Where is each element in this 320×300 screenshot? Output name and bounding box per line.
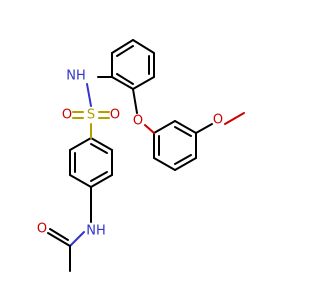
bond [174, 120, 197, 134]
connecting-bonds [47, 76, 245, 272]
bond-ether-o-to-ring [144, 124, 155, 134]
bond [69, 137, 92, 151]
ring-para-phenylene [69, 137, 113, 188]
bond [90, 137, 113, 151]
bond-amide-nh-to-carbonyl [69, 231, 85, 247]
bond [111, 76, 134, 90]
bond-methoxy-o-to-methyl [224, 112, 245, 125]
bond [153, 120, 176, 134]
bond [90, 143, 108, 154]
atom-label-methoxy-o: O [213, 113, 223, 128]
bond [132, 39, 155, 54]
atom-label-sulfonyl-s: S [87, 108, 95, 123]
bond [132, 76, 155, 90]
bond [174, 157, 197, 171]
bond [153, 157, 176, 171]
bond [111, 39, 134, 54]
bond [90, 174, 113, 188]
bond [174, 154, 192, 165]
bond-carbonyl-double [47, 232, 71, 247]
bond [90, 171, 108, 182]
bond-nh-to-s [86, 83, 92, 107]
bond [116, 73, 134, 85]
ring-top-phenyl [111, 39, 155, 90]
atom-label-sulfonyl-o-right: O [110, 108, 120, 123]
molecule-structure-diagram: NH S O O O O NH O [37, 39, 245, 272]
bond [69, 174, 92, 188]
ring-methoxyphenyl [153, 120, 197, 171]
atom-label-amide-nh: NH [86, 224, 106, 239]
bond-ring-to-methoxy-o [195, 123, 213, 134]
atom-label-sulfonyl-o-left: O [62, 108, 72, 123]
atom-label-carbonyl-o: O [37, 222, 47, 237]
bond-carbonyl-double [49, 228, 69, 241]
bond-ring-to-ether-o [132, 88, 138, 114]
atom-label-ether-o: O [133, 114, 143, 129]
atom-labels: NH S O O O O NH O [37, 69, 223, 239]
atom-label-sulfonamide-nh: NH [66, 69, 86, 84]
bond [116, 45, 134, 57]
bond [174, 126, 192, 137]
